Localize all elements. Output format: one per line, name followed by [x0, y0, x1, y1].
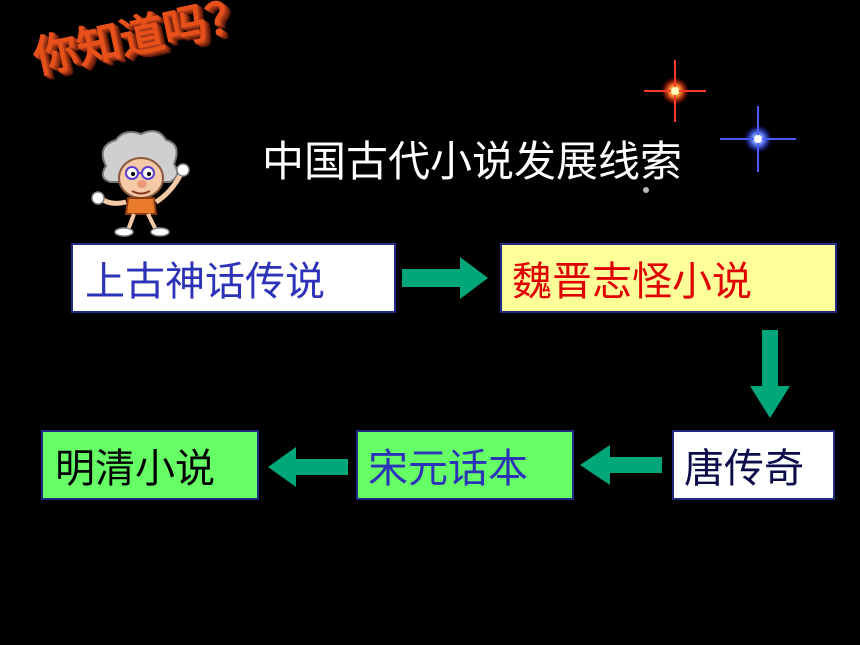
sparkle-small-icon: [643, 187, 649, 193]
sparkle-red-icon: [644, 60, 706, 122]
arrow-left-icon: [268, 447, 348, 487]
arrow-left-icon: [580, 445, 662, 485]
arrow-right-icon: [402, 257, 488, 299]
page-title: 中国古代小说发展线索: [262, 137, 683, 186]
stage-box-song-yuan-huaben: 宋元话本: [356, 430, 574, 500]
cartoon-character-icon: [91, 130, 190, 237]
stage-box-ancient-myths: 上古神话传说: [71, 243, 396, 313]
stage-box-tang-chuanqi: 唐传奇: [672, 430, 835, 500]
wordart-question: 你知道吗？: [28, 0, 255, 85]
stage-box-weijin-zhiguai: 魏晋志怪小说: [500, 243, 837, 313]
stage-box-ming-qing-novels: 明清小说: [41, 430, 259, 500]
sparkle-blue-icon: [720, 106, 796, 172]
arrow-down-icon: [750, 330, 790, 418]
